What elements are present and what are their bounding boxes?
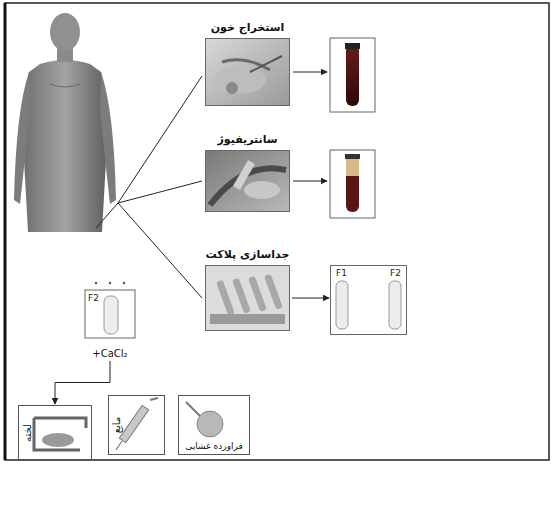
- product-label: لخته: [22, 424, 34, 442]
- step-photo: سانتریفیوژ: [205, 150, 290, 212]
- product-box: مایع: [108, 395, 165, 455]
- human-figure: [14, 13, 116, 232]
- blood-tube: [330, 38, 375, 112]
- separated-tubes: [336, 281, 401, 329]
- photo-centrifuge: [206, 151, 289, 211]
- step-photo: جداسازی پلاکت: [205, 265, 290, 331]
- syringe-picture: [116, 398, 158, 450]
- tube-label: F2: [88, 293, 99, 304]
- product-box: لخته: [18, 405, 92, 460]
- connector-arrow: [55, 361, 110, 404]
- centrifuged-tube: [330, 150, 375, 218]
- step-arrows: [293, 72, 327, 181]
- product-label: مایع: [111, 417, 123, 434]
- product-box: فراورده غشایی: [178, 395, 250, 455]
- tube-box: F2 +CaCl₂: [80, 290, 140, 360]
- step-title: سانتریفیوژ: [166, 133, 329, 147]
- product-label: فراورده غشایی: [185, 441, 243, 452]
- f2-tube: [85, 282, 135, 338]
- membrane-picture: [186, 402, 223, 437]
- tube-label: +CaCl₂: [92, 348, 127, 360]
- tube-box: F1 F2: [330, 265, 407, 335]
- photo-blood-draw: [206, 39, 289, 105]
- clot-picture: [34, 418, 86, 450]
- step-title: جداسازی پلاکت: [166, 248, 329, 262]
- tube-label: F2: [390, 268, 401, 279]
- tube-label: F1: [336, 268, 347, 279]
- step-title: استخراج خون: [166, 21, 329, 35]
- connector-arrow: [292, 298, 329, 299]
- fan-lines: [96, 76, 202, 298]
- frame-border: [5, 3, 549, 460]
- step-photo: استخراج خون: [205, 38, 290, 106]
- photo-platelet-separation: [206, 266, 289, 330]
